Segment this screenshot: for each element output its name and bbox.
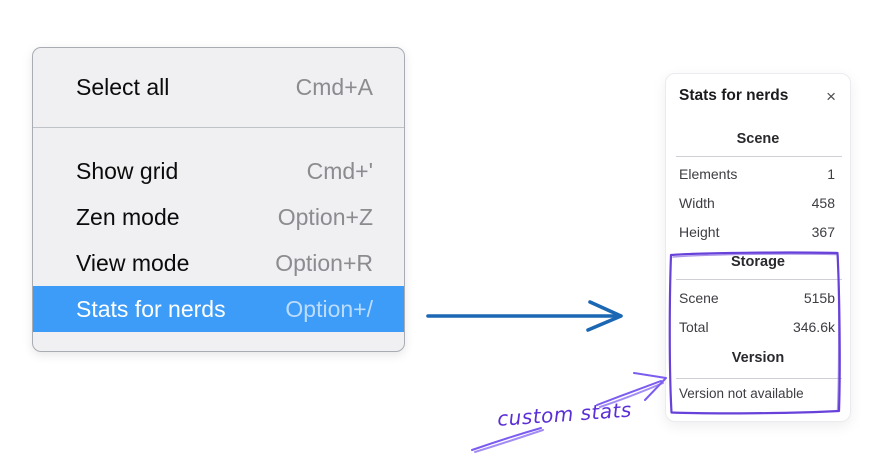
menu-item-label: View mode <box>76 249 190 276</box>
section-header-storage: Storage <box>731 254 785 270</box>
stat-label: Elements <box>679 166 738 182</box>
stat-row-height: Height 367 <box>666 218 850 247</box>
scene-rows: Elements 1 Width 458 Height 367 <box>666 160 850 247</box>
menu-item-shortcut: Option+/ <box>285 295 373 322</box>
stat-label: Total <box>679 319 709 335</box>
menu-item-label: Zen mode <box>76 203 180 230</box>
menu-item-select-all[interactable]: Select all Cmd+A <box>33 48 404 127</box>
storage-rows: Scene 515b Total 346.6k <box>666 284 850 342</box>
menu-separator <box>33 127 404 128</box>
menu-group: Select all Cmd+A <box>33 48 404 127</box>
menu-item-zen-mode[interactable]: Zen mode Option+Z <box>33 194 404 240</box>
version-note: Version not available <box>679 386 804 401</box>
menu-item-label: Show grid <box>76 157 179 184</box>
menu-item-shortcut: Option+R <box>275 249 373 276</box>
section-header-scene: Scene <box>736 131 780 147</box>
context-menu: Select all Cmd+A Show grid Cmd+' Zen mod… <box>32 47 405 352</box>
menu-item-view-mode[interactable]: View mode Option+R <box>33 240 404 286</box>
menu-item-label: Stats for nerds <box>76 295 226 322</box>
stat-row-elements: Elements 1 <box>666 160 850 189</box>
stats-panel-title: Stats for nerds <box>679 87 789 104</box>
menu-item-stats-for-nerds[interactable]: Stats for nerds Option+/ <box>33 286 404 332</box>
stat-label: Width <box>679 195 715 211</box>
blue-arrow <box>426 300 623 332</box>
stat-row-scene-size: Scene 515b <box>666 284 850 313</box>
menu-item-label: Select all <box>76 74 170 100</box>
menu-item-shortcut: Cmd+' <box>306 157 373 184</box>
annotation-custom-stats: custom stats <box>496 397 633 431</box>
section-separator <box>676 279 842 280</box>
stat-value: 367 <box>811 224 835 240</box>
section-separator <box>676 378 842 379</box>
menu-item-show-grid[interactable]: Show grid Cmd+' <box>33 148 404 194</box>
section-separator <box>676 156 842 157</box>
close-icon[interactable]: × <box>826 86 836 106</box>
menu-item-shortcut: Cmd+A <box>295 74 373 100</box>
stat-row-total-size: Total 346.6k <box>666 313 850 342</box>
stat-value: 458 <box>811 195 835 211</box>
stat-value: 1 <box>827 166 835 182</box>
menu-item-shortcut: Option+Z <box>277 203 373 230</box>
menu-group: Show grid Cmd+' Zen mode Option+Z View m… <box>33 128 404 332</box>
stats-panel: Stats for nerds × Scene Elements 1 Width… <box>665 73 851 422</box>
stat-row-width: Width 458 <box>666 189 850 218</box>
stat-value: 346.6k <box>792 319 835 335</box>
stat-label: Height <box>679 224 720 240</box>
stats-panel-header: Stats for nerds × <box>666 74 850 105</box>
section-header-version: Version <box>731 350 785 366</box>
stat-label: Scene <box>679 290 719 306</box>
stat-value: 515b <box>803 290 835 306</box>
